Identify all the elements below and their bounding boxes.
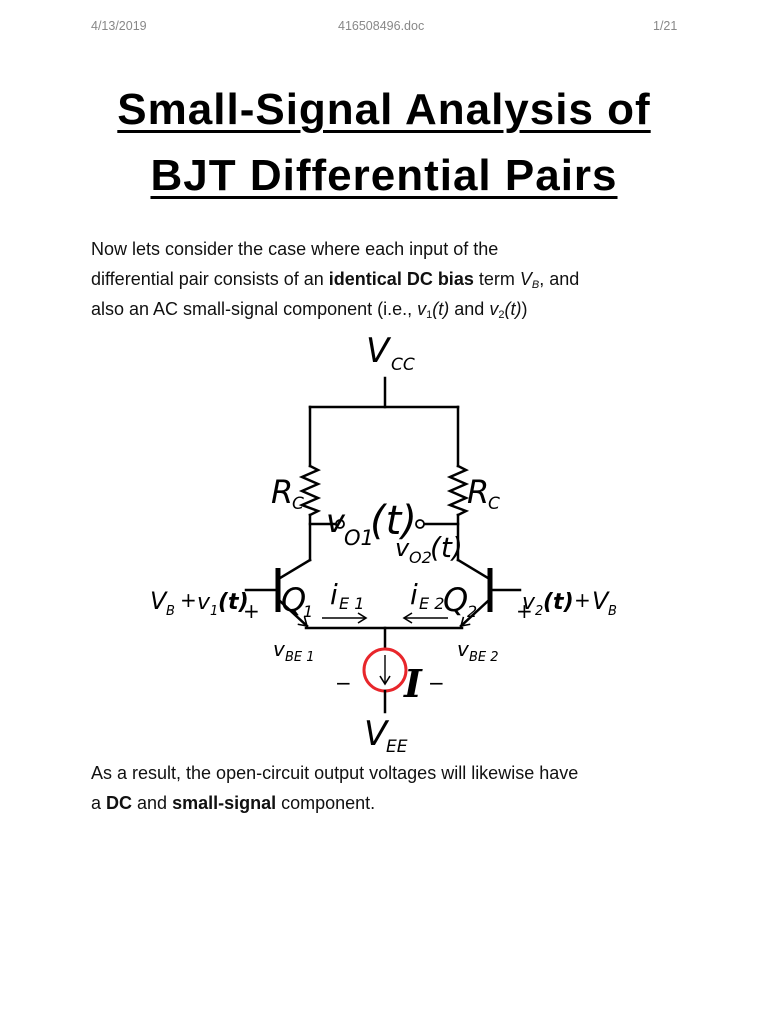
ie2-symbol: i — [410, 578, 418, 611]
vcc-sub: CC — [391, 355, 415, 375]
input-right-bias-symbol: V — [592, 587, 610, 615]
vo2-sub: O2 — [409, 548, 432, 567]
vbe1-symbol: v — [273, 637, 286, 661]
conclusion-line-2: a DC and small-signal component. — [91, 792, 375, 814]
intro-signal2-arg: (t) — [504, 299, 522, 319]
input-left-signal-symbol: v — [197, 590, 211, 615]
input-left-arg: (t) — [218, 590, 249, 615]
conclusion-line-2-start: a — [91, 793, 107, 813]
q2-sub: 2 — [467, 602, 477, 621]
left-output-terminal — [335, 519, 345, 529]
vbe1-plus-sign: + — [243, 599, 260, 623]
vbe2-symbol: v — [457, 637, 470, 661]
intro-bias-symbol: V — [519, 269, 532, 289]
vbe2-sub: BE 2 — [469, 650, 499, 665]
input-right-arg: (t) — [543, 590, 574, 615]
right-output-terminal — [415, 519, 425, 529]
current-source-label: I — [403, 661, 423, 706]
ie1-sub: E 1 — [339, 594, 364, 613]
intro-line-2-end: , and — [539, 269, 580, 289]
intro-signal1-arg: (t) — [432, 299, 450, 319]
left-resistor — [298, 464, 322, 517]
intro-signal1-symbol: v — [417, 299, 427, 319]
vo2-arg: (t) — [430, 531, 463, 564]
page-title-line-1-text: Small-Signal Analysis of — [117, 85, 651, 134]
intro-signal1-sub: 1 — [426, 309, 433, 321]
intro-line-2-mid: term — [473, 269, 520, 289]
input-left-op: + — [180, 588, 197, 612]
rc-left-sub: C — [292, 494, 304, 514]
q2-symbol: Q — [443, 581, 468, 619]
vo1-symbol: v — [326, 502, 346, 540]
header-filename: 416508496.doc — [338, 19, 425, 33]
conclusion-bold-small-signal: small-signal — [172, 793, 277, 813]
intro-line-3: also an AC small-signal component (i.e.,… — [91, 298, 527, 326]
vee-sub: EE — [386, 737, 408, 757]
intro-signal2-sub: 2 — [498, 309, 505, 321]
page-title-line-2-text: BJT Differential Pairs — [150, 151, 618, 200]
q2-collector — [456, 558, 490, 580]
right-resistor — [446, 464, 470, 517]
input-left-signal-sub: 1 — [210, 604, 218, 619]
intro-line-1: Now lets consider the case where each in… — [91, 239, 499, 259]
rc-right-symbol: R — [467, 473, 489, 511]
ie2-sub: E 2 — [419, 594, 444, 613]
q1-symbol: Q — [281, 581, 306, 619]
vo1-arg: (t) — [370, 498, 417, 544]
page-title-line-2: BJT Differential Pairs — [0, 150, 768, 202]
header-page-number: 1/21 — [653, 19, 678, 33]
intro-line-3-end: ) — [521, 299, 528, 319]
vbe1-sub: BE 1 — [285, 650, 315, 665]
vbe2-plus-sign: + — [516, 599, 533, 623]
intro-bold-phrase: identical DC bias — [328, 269, 474, 289]
input-left-bias-symbol: V — [150, 587, 168, 615]
page-title-line-1: Small-Signal Analysis of — [0, 84, 768, 136]
vbe2-minus-sign: − — [428, 671, 445, 695]
vo1-sub: O1 — [344, 526, 374, 550]
q2-emitter-arrow — [459, 599, 490, 628]
q1-collector — [278, 558, 312, 580]
vo2-symbol: v — [395, 534, 410, 562]
conclusion-bold-dc: DC — [106, 793, 133, 813]
header-date: 4/13/2019 — [91, 19, 147, 33]
input-right-bias-sub: B — [608, 604, 617, 619]
intro-line-2-start: differential pair consists of an — [91, 269, 329, 289]
vcc-symbol: V — [366, 331, 392, 371]
intro-line-3-mid: and — [449, 299, 490, 319]
input-right-op: + — [574, 588, 591, 612]
input-right-signal-symbol: v — [522, 590, 536, 615]
ie1-symbol: i — [330, 578, 338, 611]
rc-right-sub: C — [488, 494, 500, 514]
q1-emitter-arrow — [278, 599, 309, 628]
intro-signal2-symbol: v — [489, 299, 499, 319]
input-right-signal-sub: 2 — [535, 604, 543, 619]
conclusion-line-2-mid: and — [132, 793, 173, 813]
conclusion-line-1: As a result, the open-circuit output vol… — [91, 763, 579, 783]
input-left-bias-sub: B — [166, 604, 175, 619]
rc-left-symbol: R — [271, 473, 293, 511]
intro-line-2: differential pair consists of an identic… — [91, 268, 579, 296]
intro-line-3-start: also an AC small-signal component (i.e., — [91, 299, 418, 319]
vee-symbol: V — [364, 714, 390, 754]
intro-bias-sub: B — [531, 279, 540, 291]
vbe1-minus-sign: − — [335, 671, 352, 695]
conclusion-line-2-end: component. — [276, 793, 376, 813]
q1-sub: 1 — [303, 602, 313, 621]
